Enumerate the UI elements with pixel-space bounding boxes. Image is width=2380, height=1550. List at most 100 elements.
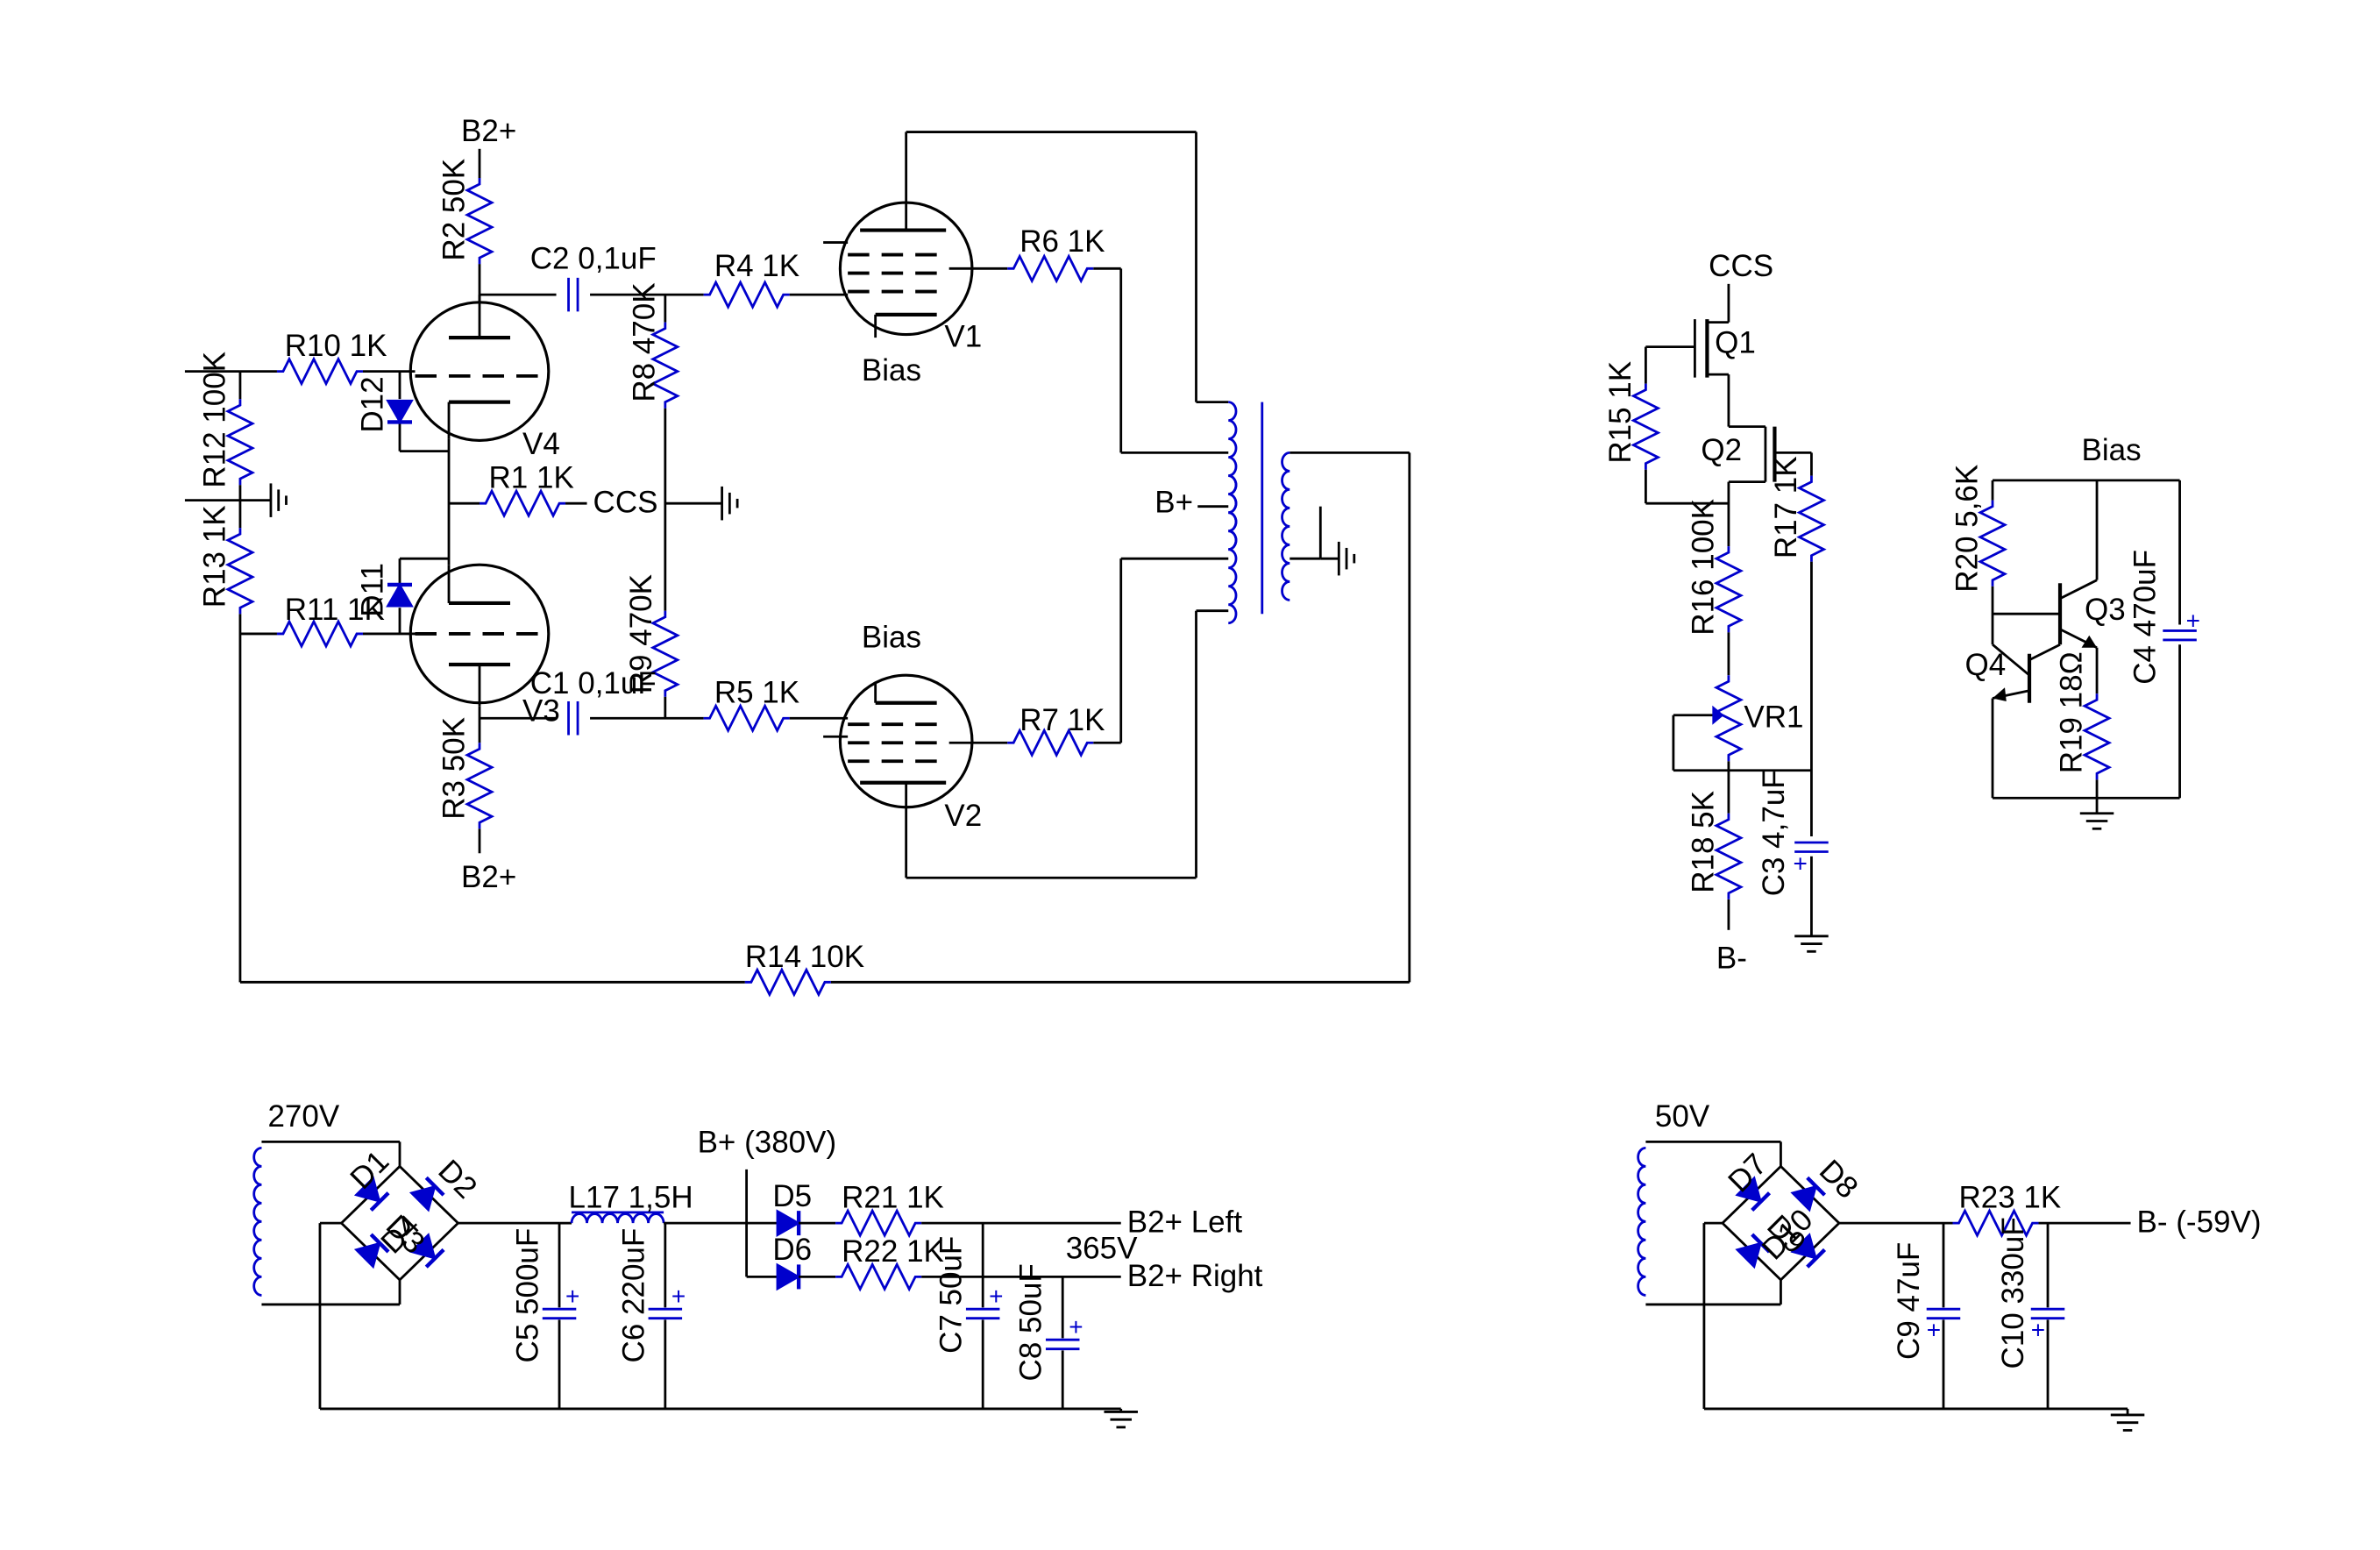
svg-text:+: + <box>1793 850 1807 877</box>
ground-symbol <box>269 482 288 519</box>
diode-d5 <box>778 1211 799 1235</box>
label-c6: C6 220uF <box>616 1228 650 1363</box>
psu-negative: D7 D8 D9 D10 + + 50V B- (-59V) R23 1K C9… <box>1637 1099 2262 1432</box>
power-transformer-secondary <box>252 1146 263 1297</box>
label-b2-right: B2+ Right <box>1127 1259 1263 1293</box>
label-ccs: CCS <box>593 486 658 520</box>
label-d11: D11 <box>356 563 390 617</box>
capacitor-c1 <box>567 700 579 736</box>
mosfet-q2 <box>1728 425 1812 484</box>
label-d8: D8 <box>1813 1153 1865 1205</box>
diode-d12 <box>387 401 412 423</box>
label-b-minus-59v: B- (-59V) <box>2137 1205 2262 1240</box>
capacitor-c7 <box>964 1307 1001 1320</box>
label-c3: C3 4,7uF <box>1757 770 1791 896</box>
vr1-wiper-arrow <box>1712 705 1724 725</box>
label-v1: V1 <box>944 320 982 354</box>
label-v3: V3 <box>522 694 560 729</box>
label-v4: V4 <box>522 427 560 461</box>
power-transformer-secondary <box>1637 1146 1647 1297</box>
diode-d6 <box>778 1264 799 1289</box>
label-c9: C9 47uF <box>1892 1242 1926 1360</box>
tube-v2 <box>823 673 974 878</box>
label-c8: C8 50uF <box>1014 1263 1048 1381</box>
tube-v4 <box>409 295 551 442</box>
label-r8: R8 470K <box>628 282 662 402</box>
label-r17: R17 1K <box>1769 456 1803 558</box>
ground-symbol <box>1103 1411 1140 1429</box>
svg-text:+: + <box>2186 608 2200 635</box>
label-vr1: VR1 <box>1744 700 1803 735</box>
label-b-plus: B+ <box>1154 486 1193 520</box>
label-r22: R22 1K <box>842 1234 944 1269</box>
resistor-r6 <box>1005 254 1095 282</box>
ground-symbol <box>1793 935 1830 953</box>
label-ccs-top: CCS <box>1709 249 1773 283</box>
svg-text:+: + <box>2031 1316 2045 1343</box>
label-r14: R14 10K <box>745 940 864 974</box>
ccs-circuit: + CCS B- Q1 Q2 VR1 R15 1K R16 100K R17 1… <box>1603 249 1830 976</box>
label-r6: R6 1K <box>1019 224 1105 259</box>
svg-text:+: + <box>1069 1313 1083 1340</box>
svg-text:+: + <box>989 1283 1003 1310</box>
ground-symbol <box>2109 1413 2146 1432</box>
label-v2: V2 <box>944 799 982 833</box>
mosfet-q1 <box>1645 283 1730 427</box>
capacitor-c6 <box>647 1307 684 1320</box>
label-r5: R5 1K <box>714 676 799 710</box>
output-transformer <box>1226 401 1291 625</box>
label-270v: 270V <box>267 1099 339 1134</box>
label-b2-top: B2+ <box>461 114 516 148</box>
label-r18: R18 5K <box>1686 791 1720 893</box>
label-d1: D1 <box>344 1144 395 1196</box>
label-c5: C5 500uF <box>511 1228 545 1363</box>
label-r13: R13 1K <box>197 505 231 608</box>
label-r20: R20 5,6K <box>1950 465 1985 593</box>
label-r2: R2 50K <box>437 159 472 261</box>
tube-v1 <box>823 132 974 338</box>
label-r3: R3 50K <box>437 717 472 820</box>
label-r19: R19 18Ω <box>2055 651 2089 773</box>
bias-circuit: + Bias Q3 Q4 R20 5,6K R19 18Ω C4 470uF <box>1950 433 2200 830</box>
label-r23: R23 1K <box>1958 1181 2061 1215</box>
svg-text:+: + <box>1927 1316 1941 1343</box>
label-r12: R12 100K <box>197 352 231 488</box>
label-r15: R15 1K <box>1603 361 1638 464</box>
label-365v: 365V <box>1066 1231 1138 1265</box>
label-c4: C4 470uF <box>2128 550 2163 685</box>
psu-high-voltage: D1 D2 D3 D4 + + + + <box>252 1099 1263 1429</box>
label-c2: C2 0,1uF <box>530 241 657 275</box>
ground-symbol <box>2078 812 2115 830</box>
label-bias-top: Bias <box>2082 433 2142 467</box>
label-l17: L17 1,5H <box>569 1181 693 1215</box>
capacitor-c5 <box>541 1307 578 1320</box>
label-r4: R4 1K <box>714 249 799 283</box>
amplifier-wiring <box>184 131 1411 984</box>
label-r7: R7 1K <box>1019 703 1105 737</box>
label-50v: 50V <box>1655 1099 1710 1134</box>
label-b-minus: B- <box>1716 942 1747 976</box>
label-b2-bottom: B2+ <box>461 860 516 894</box>
tube-v3 <box>409 563 551 707</box>
label-q1: Q1 <box>1715 326 1756 360</box>
label-r11: R11 1K <box>285 593 385 627</box>
label-b-plus-380v: B+ (380V) <box>698 1126 837 1160</box>
amplifier-section: B2+ B2+ B+ CCS Bias Bias V1 V2 V3 V4 R1 … <box>184 114 1411 996</box>
label-r21: R21 1K <box>842 1181 944 1215</box>
ground-symbol <box>721 485 739 522</box>
choke-l17 <box>570 1212 665 1224</box>
label-q4: Q4 <box>1965 648 2007 682</box>
resistor-r4 <box>702 281 792 309</box>
capacitor-c8 <box>1044 1338 1081 1351</box>
label-d2: D2 <box>431 1153 483 1205</box>
label-d12: D12 <box>356 376 390 432</box>
label-b2-left: B2+ Left <box>1127 1205 1243 1240</box>
label-r1: R1 1K <box>489 461 574 495</box>
label-r9: R9 470K <box>624 574 658 693</box>
label-d7: D7 <box>1722 1147 1773 1198</box>
label-q3: Q3 <box>2085 593 2126 627</box>
capacitor-c2 <box>567 276 579 313</box>
label-q2: Q2 <box>1701 433 1742 467</box>
label-r16: R16 100K <box>1686 499 1720 636</box>
